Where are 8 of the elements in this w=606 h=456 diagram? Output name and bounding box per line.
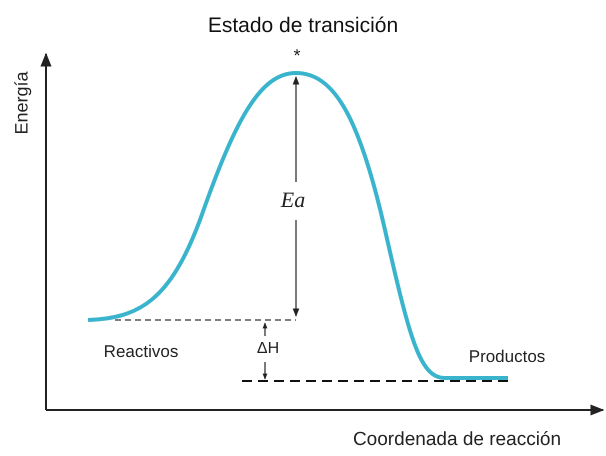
- label: *: [294, 46, 300, 66]
- label: Productos: [468, 347, 546, 367]
- label: ΔH: [256, 340, 280, 358]
- title: Estado de transición: [206, 14, 400, 38]
- label: Ea: [280, 187, 306, 213]
- label: Reactivos: [104, 342, 178, 362]
- label: Coordenada de reacción: [352, 429, 562, 451]
- label: Energía: [12, 71, 32, 135]
